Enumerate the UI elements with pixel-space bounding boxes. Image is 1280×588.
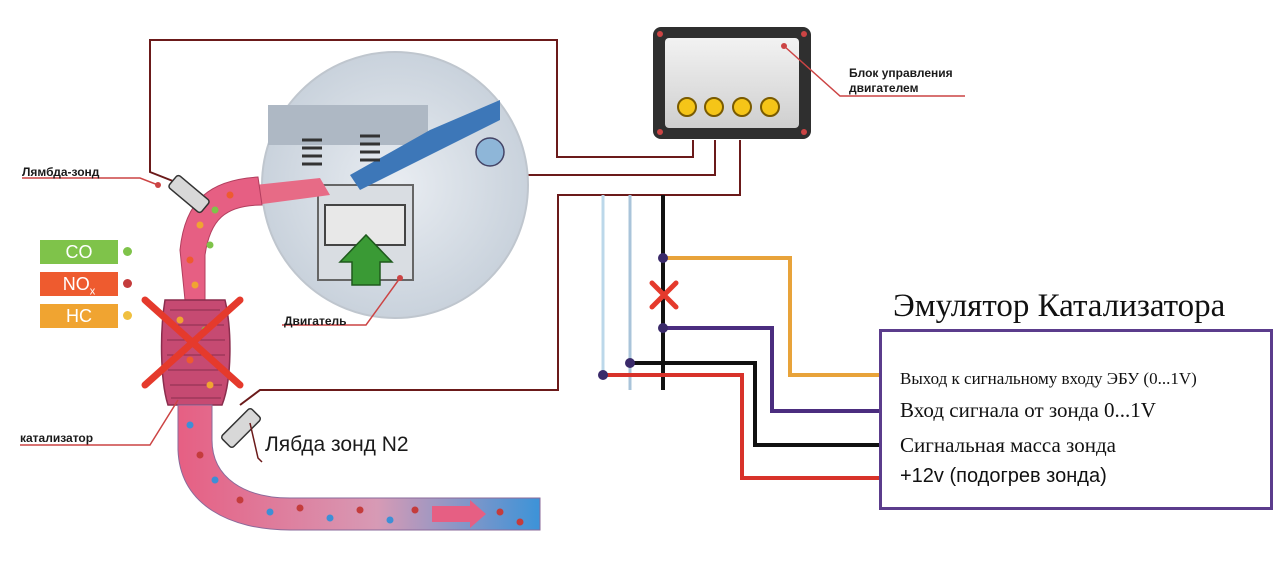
downpipe xyxy=(177,404,541,531)
gas-nox-badge: NOx xyxy=(40,272,118,298)
exhaust-port xyxy=(255,178,330,205)
ecu-label-line1: Блок управления xyxy=(849,66,953,80)
gas-nox-text: NO xyxy=(62,274,90,294)
wire-ecu-harness xyxy=(239,140,741,406)
ecu-led xyxy=(677,97,697,117)
ecu-label: Блок управления двигателем xyxy=(849,66,953,96)
ecu-leader-dot xyxy=(781,43,787,49)
emulator-row-heater: +12v (подогрев зонда) xyxy=(900,465,1107,487)
engine-cutaway xyxy=(255,51,529,326)
engine-label: Двигатель xyxy=(284,314,347,328)
catalyst-leader xyxy=(20,399,179,446)
flow-arrow xyxy=(432,500,486,528)
wire-black-ground xyxy=(630,361,880,447)
wire-lambda1 xyxy=(149,39,694,186)
gas-co-dot xyxy=(123,247,132,256)
ecu-leader xyxy=(783,45,965,97)
junction-dot xyxy=(598,370,608,380)
gas-hc-dot xyxy=(123,311,132,320)
junction-dot xyxy=(625,358,635,368)
intake-runner xyxy=(350,100,500,190)
ecu-led xyxy=(704,97,724,117)
lambda-probe-1 xyxy=(22,174,210,214)
lambda1-leader xyxy=(22,177,159,186)
engine-leader-dot xyxy=(397,275,403,281)
catalyst-label: катализатор xyxy=(20,431,94,445)
engine-leader xyxy=(282,277,401,326)
lambda-probe-1-label: Лямбда-зонд xyxy=(22,165,100,179)
emulator-title: Эмулятор Катализатора xyxy=(893,288,1226,324)
wire-orange xyxy=(663,256,880,377)
emulator-box: Выход к сигнальному входу ЭБУ (0...1V) В… xyxy=(879,329,1273,510)
ecu-screw xyxy=(801,31,807,37)
ecu-screw xyxy=(801,129,807,135)
ecu-led xyxy=(760,97,780,117)
wire-engine xyxy=(519,140,716,193)
ecu-screw xyxy=(657,31,663,37)
gas-hc-text: HC xyxy=(66,306,92,326)
junction-dot xyxy=(658,253,668,263)
emulator-row-ecu-output: Выход к сигнальному входу ЭБУ (0...1V) xyxy=(900,369,1197,388)
lambda2-leader xyxy=(249,422,263,463)
emulator-wiring xyxy=(598,195,880,480)
ecu-unit xyxy=(653,27,965,139)
valve-springs xyxy=(302,134,380,166)
ecu-screw xyxy=(657,129,663,135)
ecu-label-line2: двигателем xyxy=(849,81,919,95)
gas-hc-badge: HC xyxy=(40,304,118,328)
lambda-probe-2 xyxy=(220,407,263,463)
catalyst-cross xyxy=(141,296,244,389)
gas-nox-dot xyxy=(123,279,132,288)
camshaft xyxy=(475,137,505,167)
emulator-row-signal-ground: Сигнальная масса зонда xyxy=(900,433,1116,457)
ecu-led xyxy=(732,97,752,117)
gas-co-badge: CO xyxy=(40,240,118,264)
piston-arrow xyxy=(338,233,394,286)
catalyst-mesh xyxy=(167,309,225,399)
gas-nox-sub: x xyxy=(89,285,96,298)
wire-red-12v xyxy=(603,373,880,480)
lambda-probe-2-label: Лябда зонд N2 xyxy=(265,433,409,456)
junction-dot xyxy=(658,323,668,333)
gas-co-text: CO xyxy=(65,242,93,262)
cut-mark xyxy=(649,280,679,310)
cylinder-head xyxy=(268,105,428,145)
wire-purple xyxy=(663,326,880,413)
emulator-row-probe-input: Вход сигнала от зонда 0...1V xyxy=(900,398,1156,422)
